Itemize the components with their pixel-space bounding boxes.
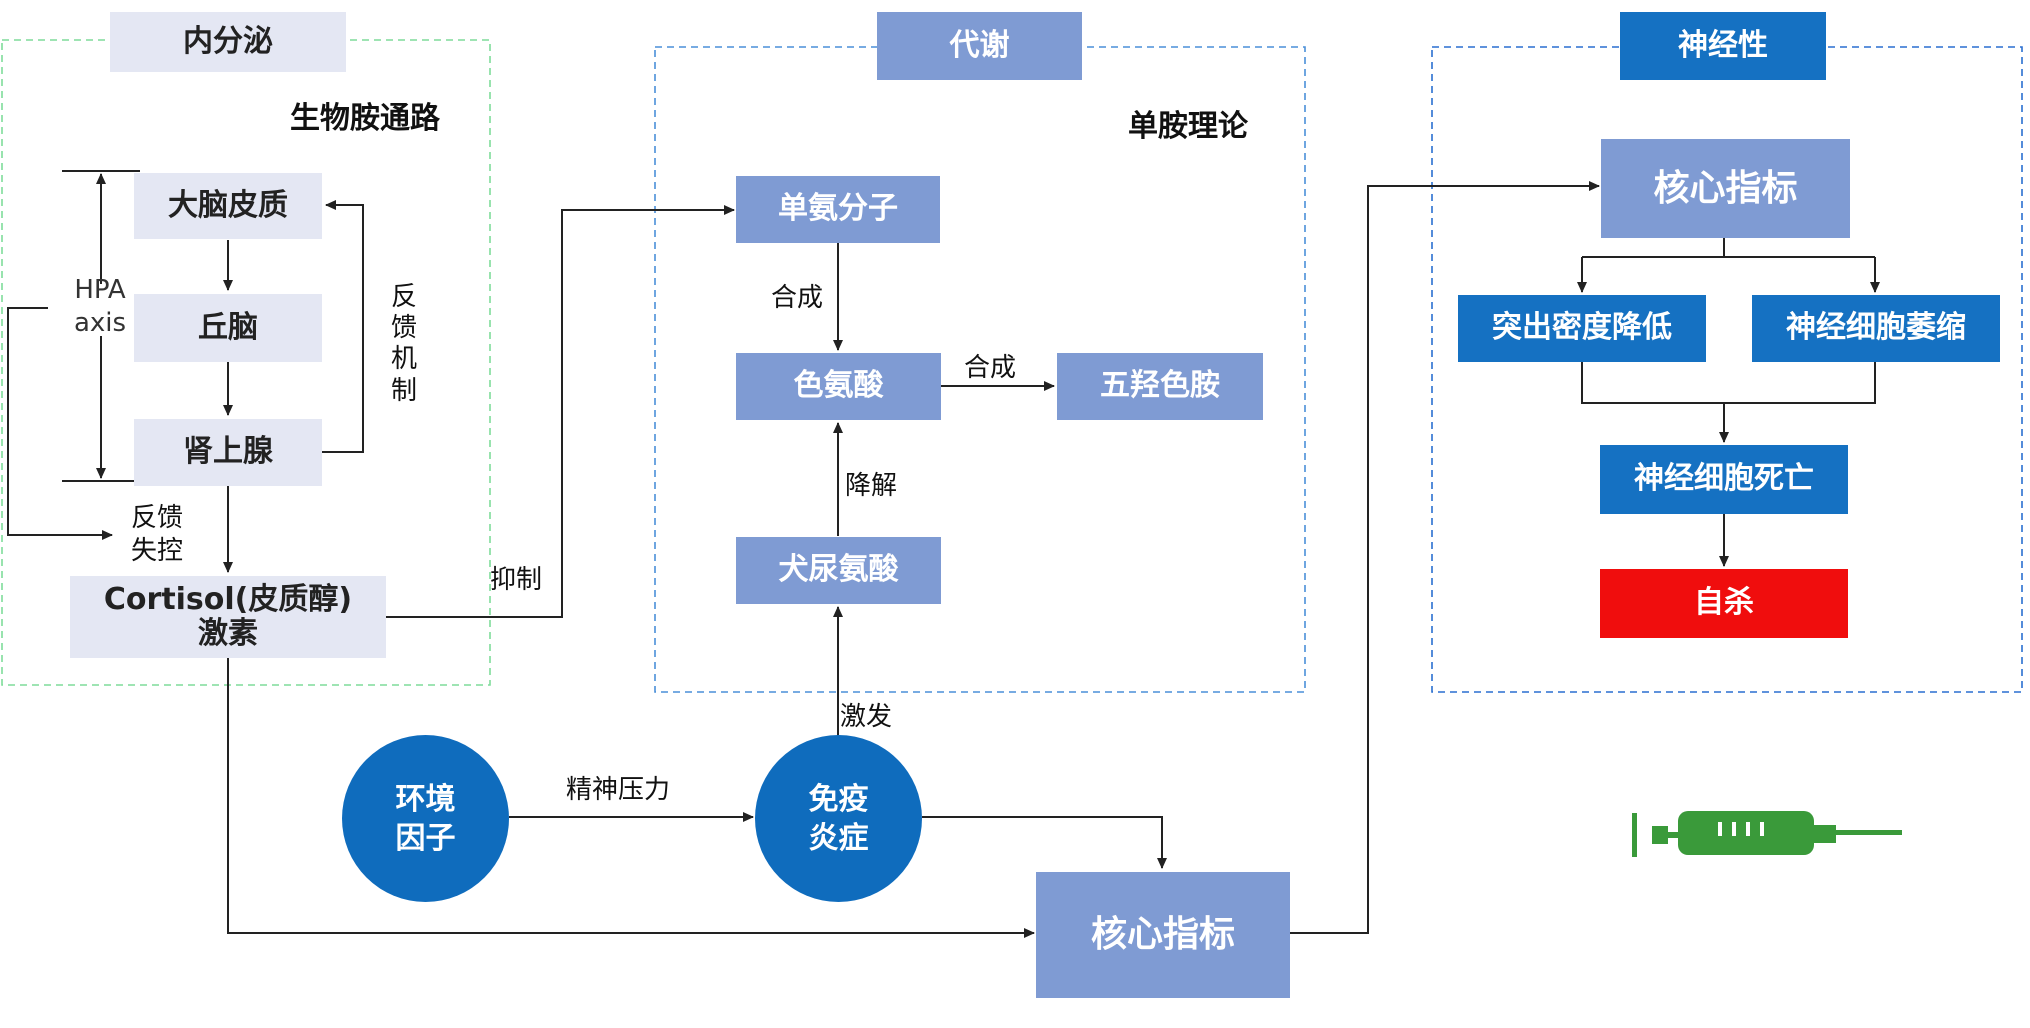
inhibit-path: [386, 205, 735, 618]
inhibit-label: 抑制: [490, 565, 543, 595]
section-endocrine: 内分泌: [110, 12, 346, 72]
node-hypothalamus: 丘脑: [134, 294, 322, 362]
feedback-loss-loop: [7, 307, 113, 540]
node-neural-core: 核心指标: [1601, 139, 1850, 238]
synthesis-label-horizontal: 合成: [964, 353, 1017, 383]
feedback-loss-label: 反馈 失控: [130, 503, 183, 566]
node-monoamine-molecule: 单氨分子: [736, 176, 940, 243]
section-neural: 神经性: [1620, 12, 1826, 80]
node-suicide: 自杀: [1600, 569, 1848, 638]
trigger-label: 激发: [840, 702, 893, 732]
node-adrenal: 肾上腺: [134, 419, 322, 486]
core-to-neural-path: [1290, 181, 1600, 934]
mental-stress-label: 精神压力: [566, 775, 671, 805]
degradation-label: 降解: [845, 471, 898, 501]
node-immune-inflammation: 免疫 炎症: [755, 735, 922, 902]
synthesis-label-vertical: 合成: [771, 283, 824, 313]
node-core-indicator-bottom: 核心指标: [1036, 872, 1290, 998]
merge-path: [1581, 362, 1876, 404]
hpa-axis-label: HPA axis: [73, 275, 127, 338]
feedback-mechanism-label: 反 馈 机 制: [390, 282, 417, 406]
cortisol-to-core-path: [227, 658, 1035, 938]
node-cortex: 大脑皮质: [134, 173, 322, 239]
subtitle-biogenic-amine: 生物胺通路: [290, 101, 440, 136]
subtitle-monoamine: 单胺理论: [1128, 109, 1248, 144]
immune-to-core-path: [922, 816, 1167, 869]
node-neuron-atrophy: 神经细胞萎缩: [1752, 295, 2000, 362]
node-neuron-death: 神经细胞死亡: [1600, 445, 1848, 514]
feedback-mechanism-loop: [322, 200, 364, 453]
node-kynurenine: 犬尿氨酸: [736, 537, 941, 604]
node-serotonin: 五羟色胺: [1057, 353, 1263, 420]
syringe-icon: [1632, 811, 1902, 857]
node-prominence-density: 突出密度降低: [1458, 295, 1706, 362]
node-tryptophan: 色氨酸: [736, 353, 941, 420]
node-cortisol: Cortisol(皮质醇) 激素: [70, 576, 386, 658]
section-metabolism: 代谢: [877, 12, 1082, 80]
node-environment-factor: 环境 因子: [342, 735, 509, 902]
